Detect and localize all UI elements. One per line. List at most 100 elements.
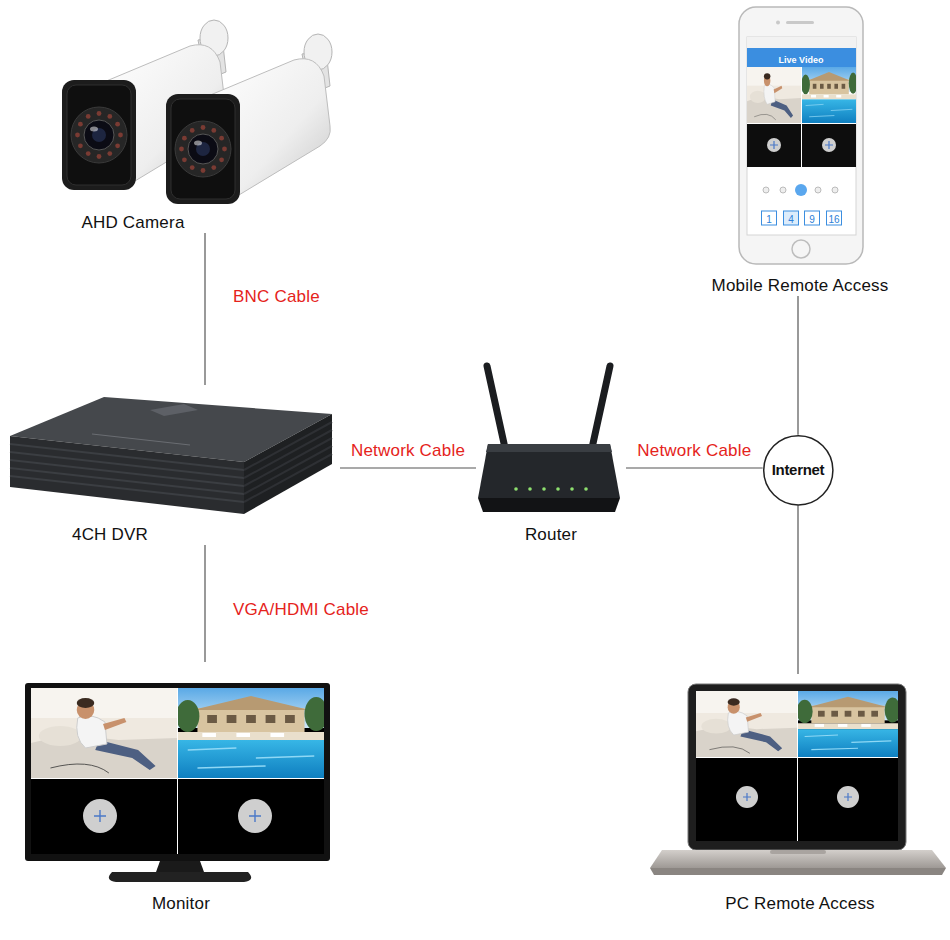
smartphone-illustration: [747, 37, 856, 235]
monitor-illustration: [25, 683, 330, 882]
node-caption: Internet: [772, 460, 825, 480]
smartphone-illustration: [795, 184, 807, 196]
screen-text-box: 1: [766, 209, 772, 227]
dvr-illustration: [150, 404, 198, 416]
smartphone-illustration: [763, 187, 769, 193]
laptop-illustration: [650, 684, 946, 875]
monitor-illustration: [156, 861, 204, 872]
router-illustration: [556, 487, 560, 491]
smartphone-illustration: [739, 7, 863, 264]
smartphone-illustration: [747, 123, 856, 124]
laptop-node: PC Remote Access: [652, 674, 944, 914]
cable-label: BNC Cable: [232, 287, 321, 306]
layout-button-number: 1: [766, 214, 772, 225]
screen-text-box: 9: [809, 209, 815, 227]
dvr-illustration: [244, 422, 332, 502]
monitor-illustration: [31, 688, 177, 778]
router-illustration: [570, 487, 574, 491]
camera-node: AHD Camera: [60, 28, 350, 233]
cable-label-box: VGA/HDMI Cable: [232, 600, 370, 620]
monitor-illustration: [25, 683, 330, 861]
router-illustration: [478, 366, 620, 512]
cable-label: VGA/HDMI Cable: [232, 600, 370, 619]
router-illustration: [478, 498, 620, 512]
router-illustration: [487, 366, 505, 448]
smartphone-illustration: [815, 187, 821, 193]
cable-label-box: Network Cable: [350, 441, 466, 461]
laptop-illustration: [797, 691, 901, 757]
laptop-illustration: [743, 793, 852, 801]
cable-label: Network Cable: [350, 441, 466, 460]
smartphone-illustration: [805, 211, 820, 225]
phone-node: Mobile Remote Access: [695, 6, 905, 296]
dvr-illustration: [92, 434, 190, 445]
router-illustration: [486, 444, 612, 452]
cable-line: [204, 545, 205, 662]
cable-line: [626, 467, 763, 468]
router-illustration: [542, 487, 546, 491]
router-illustration: [584, 487, 588, 491]
cable-label-box: BNC Cable: [232, 287, 321, 307]
cable-line: [797, 296, 798, 435]
smartphone-illustration: [784, 211, 799, 225]
smartphone-illustration: [780, 187, 786, 193]
monitor-illustration: [94, 810, 261, 822]
smartphone-illustration: [801, 67, 802, 167]
smartphone-illustration: [762, 211, 777, 225]
layout-button-number: 9: [809, 214, 815, 225]
cable-line: [797, 505, 798, 674]
smartphone-illustration: [832, 187, 838, 193]
cable-label-box: Network Cable: [636, 441, 752, 461]
circle-outline: [763, 435, 832, 504]
laptop-illustration: [770, 850, 826, 854]
screen-text-box: Live Video: [779, 49, 824, 67]
node-caption: PC Remote Access: [725, 894, 875, 914]
smartphone-illustration: [776, 21, 780, 25]
laptop-illustration: [696, 757, 898, 758]
cable-line: [340, 467, 476, 468]
smartphone-illustration: [792, 240, 810, 258]
smartphone-illustration: [747, 37, 856, 48]
monitor-node: Monitor: [20, 662, 390, 914]
monitor-illustration: [31, 778, 324, 779]
smartphone-illustration: [747, 48, 856, 67]
laptop-illustration: [696, 691, 797, 757]
dvr-illustration: [244, 414, 332, 514]
monitor-illustration: [109, 872, 251, 882]
internet-circle: Internet: [763, 435, 834, 506]
router-illustration: [592, 366, 610, 448]
cable-line: [204, 233, 205, 385]
dvr-illustration: [10, 444, 244, 502]
node-caption: Mobile Remote Access: [712, 276, 889, 296]
screen-text-box: 4: [788, 209, 794, 227]
camera-pair-illustration: [62, 20, 332, 204]
node-caption: Monitor: [152, 894, 210, 914]
smartphone-illustration: [786, 21, 814, 24]
dvr-illustration: [10, 436, 244, 514]
laptop-illustration: [650, 850, 946, 868]
router-node: Router: [476, 355, 626, 545]
screen-text-box: 16: [828, 209, 839, 227]
router-illustration: [478, 444, 620, 498]
smartphone-illustration: [827, 211, 842, 225]
monitor-illustration: [176, 688, 328, 778]
smartphone-illustration: [801, 67, 857, 123]
laptop-illustration: [688, 684, 906, 850]
router-illustration: [528, 487, 532, 491]
node-caption: AHD Camera: [81, 213, 184, 233]
screen-title: Live Video: [779, 55, 824, 65]
camera-pair-illustration: [166, 34, 332, 204]
smartphone-illustration: [770, 141, 833, 149]
layout-button-number: 16: [828, 214, 839, 225]
laptop-illustration: [650, 868, 946, 875]
node-caption: 4CH DVR: [72, 525, 148, 545]
smartphone-illustration: [739, 7, 863, 264]
monitor-illustration: [177, 688, 178, 854]
laptop-illustration: [797, 691, 798, 841]
dvr-node: 4CH DVR: [10, 385, 340, 545]
dvr-illustration: [10, 397, 332, 514]
router-illustration: [514, 487, 518, 491]
smartphone-illustration: [747, 67, 801, 123]
